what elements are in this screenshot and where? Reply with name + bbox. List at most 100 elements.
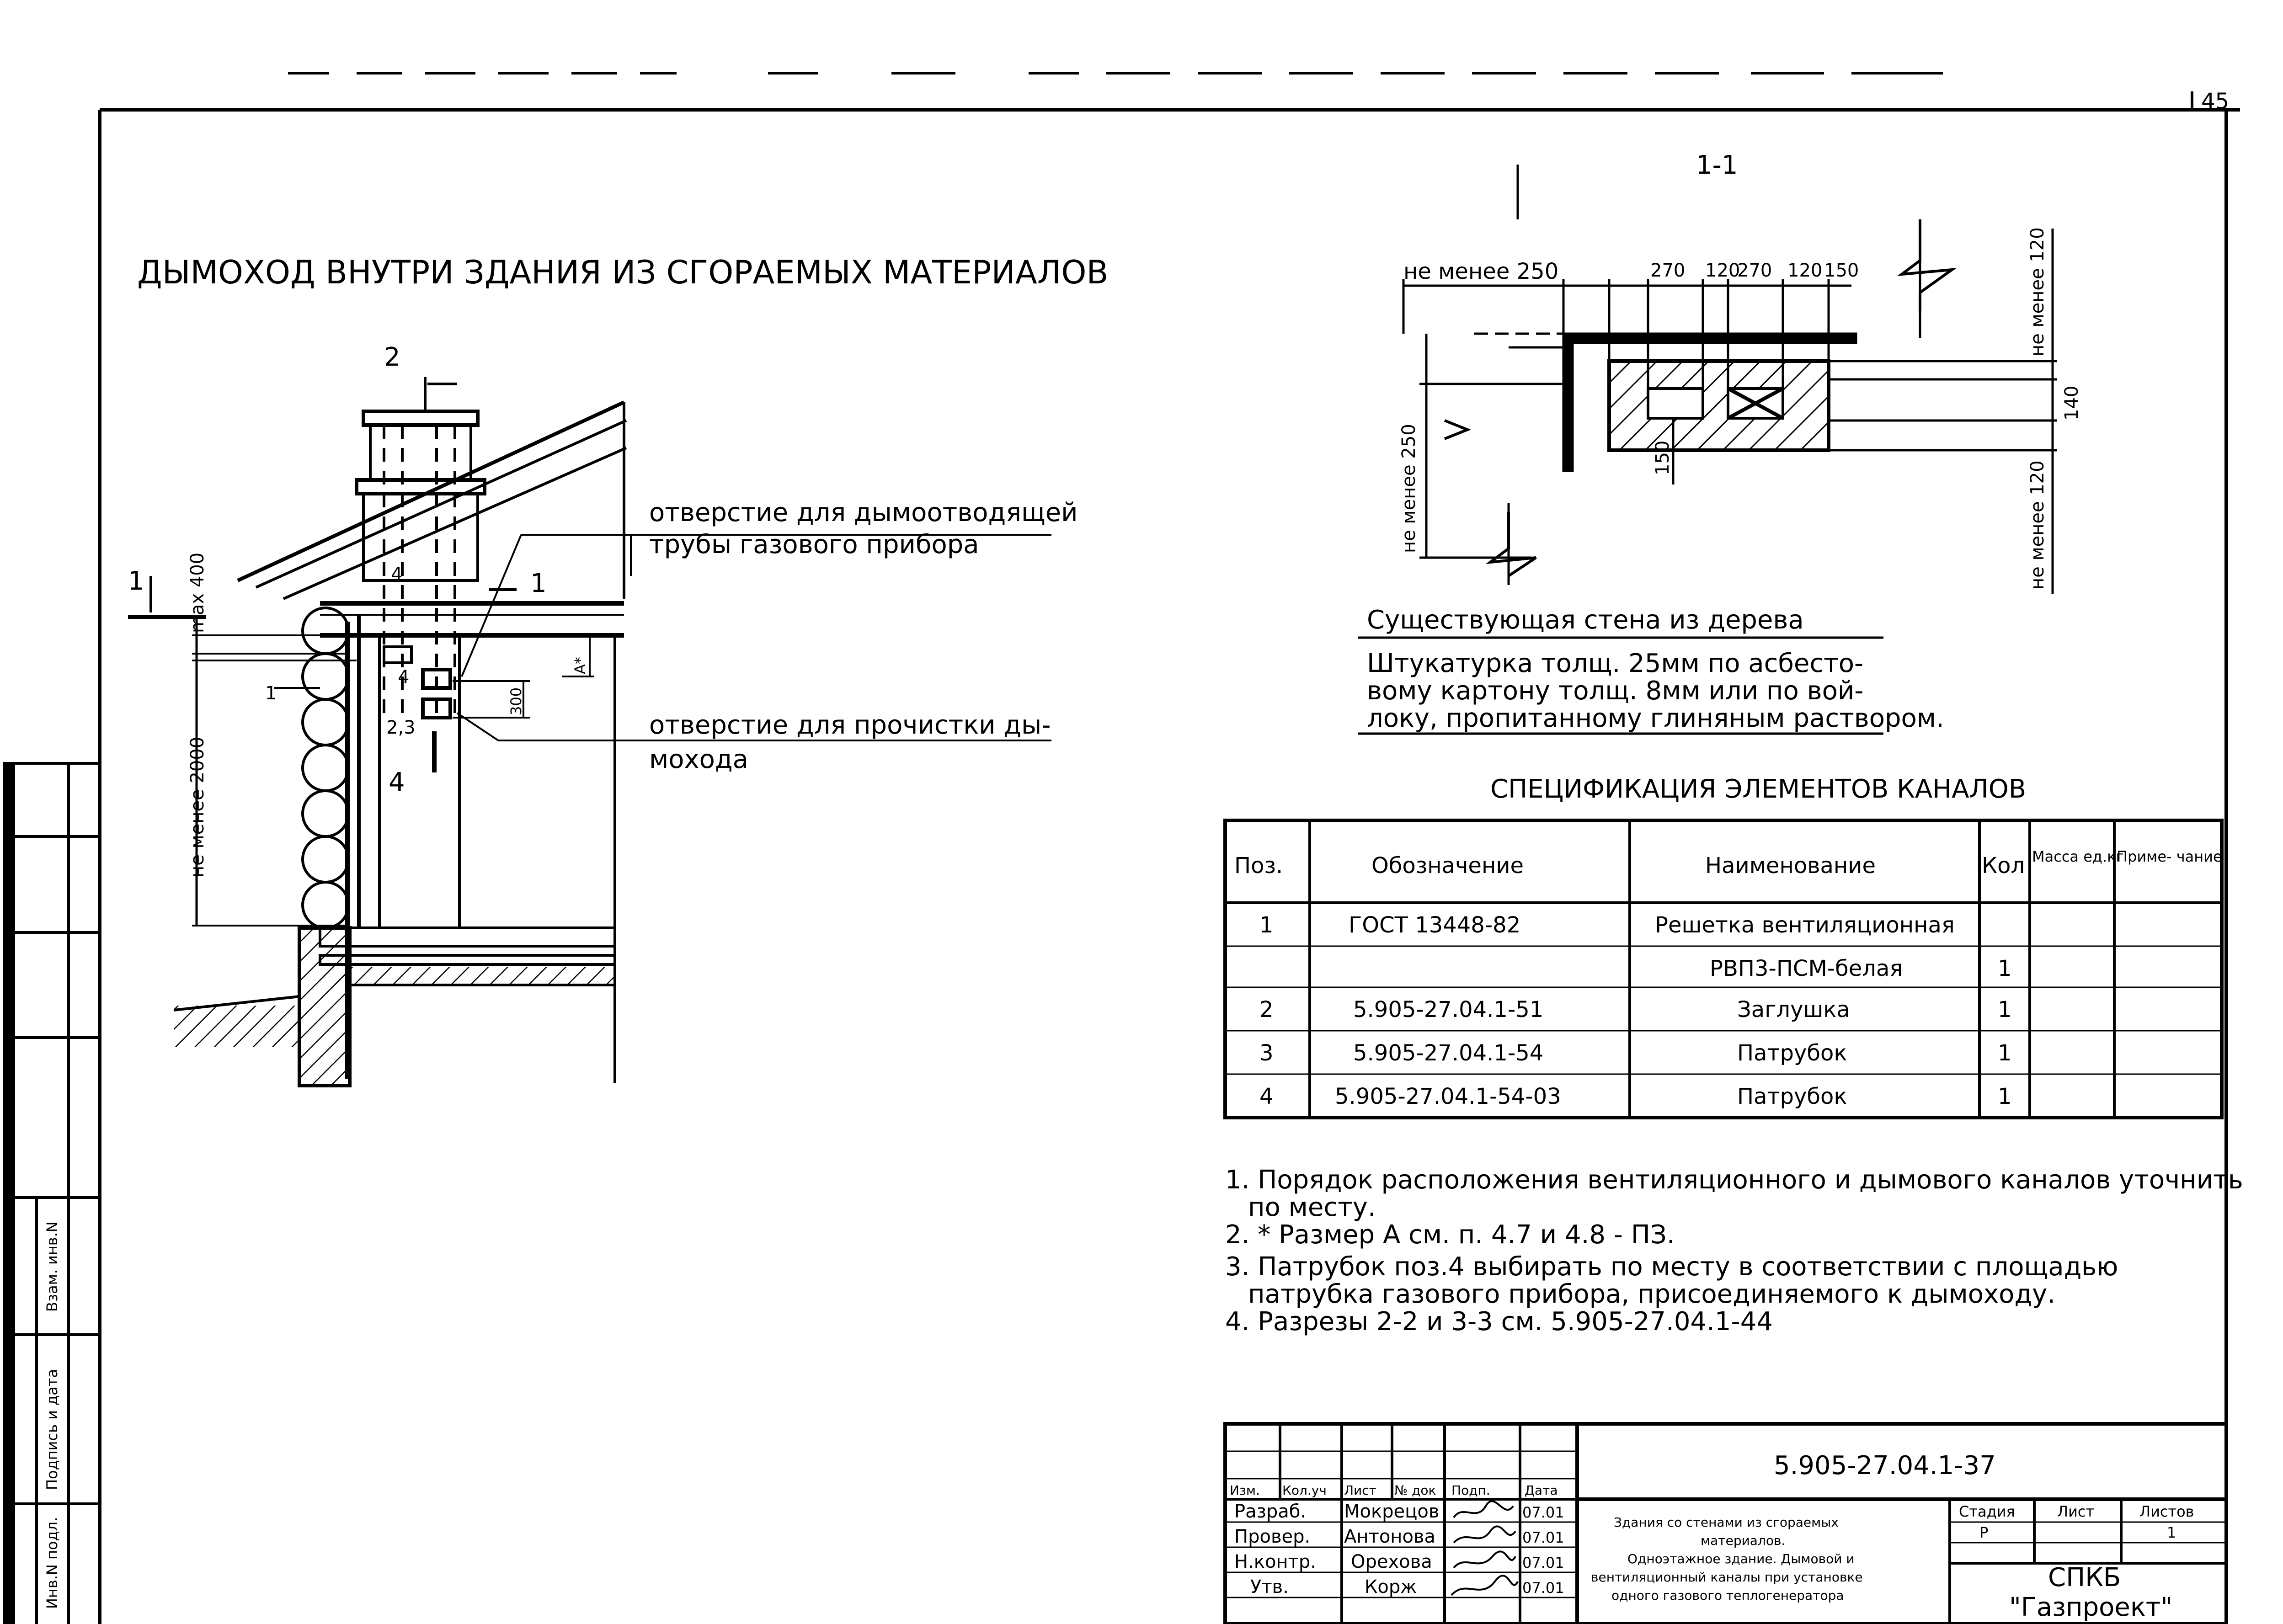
stamp-col-list: Лист bbox=[1344, 1483, 1376, 1498]
spec-row-4-name: Патрубок bbox=[1737, 1040, 1847, 1066]
dim-min120-top: не менее 120 bbox=[2027, 227, 2048, 357]
note-4: 4. Разрезы 2-2 и 3-3 см. 5.905-27.04.1-4… bbox=[1225, 1307, 1773, 1336]
spec-row-1-name: Решетка вентиляционная bbox=[1655, 912, 1955, 938]
dim-min250-left: не менее 250 bbox=[1398, 424, 1419, 553]
spec-rows: 1 ГОСТ 13448-82 Решетка вентиляционная Р… bbox=[1259, 912, 2012, 1109]
side-stamp-signature: Подпись и дата bbox=[43, 1369, 61, 1490]
pos-mark-1: 1 bbox=[265, 683, 277, 704]
pos-mark-4-b: 4 bbox=[391, 564, 402, 585]
dim-min250-top: не менее 250 bbox=[1403, 259, 1558, 284]
title-block bbox=[1223, 1422, 2228, 1624]
side-stamp bbox=[3, 762, 100, 1624]
stamp-sheets-label: Листов bbox=[2139, 1503, 2194, 1520]
spec-row-4-pos: 3 bbox=[1259, 1040, 1274, 1066]
stamp-date-check: 07.01 bbox=[1522, 1529, 1564, 1546]
stamp-role-approve: Утв. bbox=[1250, 1576, 1289, 1597]
stamp-sheet: 1 bbox=[2167, 1524, 2176, 1541]
stamp-stage-label: Стадия bbox=[1959, 1503, 2015, 1520]
dim-a: А* bbox=[571, 657, 589, 674]
side-stamp-replace: Взам. инв.N bbox=[43, 1221, 61, 1312]
side-stamp-inventory: Инв.N подл. bbox=[43, 1517, 61, 1609]
stamp-role-check: Провер. bbox=[1234, 1526, 1310, 1547]
wall-label: Существующая стена из дерева bbox=[1367, 605, 1804, 635]
section-mark-2: 2 bbox=[384, 342, 400, 372]
plaster-note-2: вому картону толщ. 8мм или по вой- bbox=[1367, 676, 1863, 706]
stamp-org-2: "Газпроект" bbox=[2009, 1592, 2172, 1622]
stamp-role-dev: Разраб. bbox=[1234, 1501, 1306, 1522]
plaster-note-3: локу, пропитанному глиняным раствором. bbox=[1367, 703, 1944, 733]
spec-row-5-qty: 1 bbox=[1998, 1084, 2012, 1109]
clean-hole-label-1: отверстие для прочистки ды- bbox=[649, 710, 1051, 740]
stamp-signatures bbox=[1451, 1500, 1519, 1596]
dim-270-b: 270 bbox=[1737, 260, 1772, 281]
spec-row-3-qty: 1 bbox=[1998, 997, 2012, 1022]
stamp-desc-5: одного газового теплогенератора bbox=[1611, 1588, 1844, 1603]
stamp-name-dev: Мокрецов bbox=[1344, 1501, 1439, 1522]
spec-row-3-pos: 2 bbox=[1259, 997, 1274, 1022]
dim-min2000: не менее 2000 bbox=[187, 737, 208, 878]
spec-row-5-pos: 4 bbox=[1259, 1084, 1274, 1109]
stamp-col-doc: № док bbox=[1394, 1483, 1436, 1498]
stamp-date-norm: 07.01 bbox=[1522, 1554, 1564, 1571]
flue-hole-label-2: трубы газового прибора bbox=[649, 530, 979, 559]
sheet-frame bbox=[98, 91, 2240, 1624]
stamp-desc-1: Здания со стенами из сгораемых bbox=[1614, 1515, 1839, 1530]
stamp-name-norm: Орехова bbox=[1351, 1551, 1432, 1572]
section-mark-1-right: 1 bbox=[530, 569, 547, 598]
stamp-stage: Р bbox=[1979, 1524, 1988, 1541]
doc-code: 5.905-27.04.1-37 bbox=[1774, 1451, 1996, 1480]
spec-headers: Поз. Обозначение Наименование Кол Масса … bbox=[1234, 848, 2222, 879]
stamp-col-date: Дата bbox=[1525, 1483, 1558, 1498]
spec-header-note: Приме- чание bbox=[2117, 848, 2222, 865]
note-1: 1. Порядок расположения вентиляционного … bbox=[1225, 1165, 2243, 1195]
spec-header-mass: Масса ед.кг bbox=[2032, 848, 2123, 865]
stamp-org-1: СПКБ bbox=[2048, 1563, 2121, 1592]
dim-120-b: 120 bbox=[1787, 260, 1822, 281]
spec-header-name: Наименование bbox=[1705, 853, 1876, 879]
stamp-desc-4: вентиляционный каналы при установке bbox=[1591, 1570, 1863, 1585]
stamp-desc-2: материалов. bbox=[1701, 1533, 1785, 1548]
spec-row-5-designation: 5.905-27.04.1-54-03 bbox=[1335, 1084, 1561, 1109]
stamp-name-approve: Корж bbox=[1365, 1576, 1417, 1597]
plaster-note-1: Штукатурка толщ. 25мм по асбесто- bbox=[1367, 649, 1863, 678]
dim-150-b: 150 bbox=[1652, 441, 1673, 475]
pos-mark-4-c: 4 bbox=[389, 767, 405, 797]
dim-140: 140 bbox=[2061, 386, 2082, 421]
main-title: ДЫМОХОД ВНУТРИ ЗДАНИЯ ИЗ СГОРАЕМЫХ МАТЕР… bbox=[137, 254, 1109, 291]
stamp-col-kolu: Кол.уч bbox=[1282, 1483, 1327, 1498]
spec-row-3-name: Заглушка bbox=[1737, 997, 1850, 1022]
note-3-cont: патрубка газового прибора, присоединяемо… bbox=[1248, 1279, 2055, 1309]
spec-row-1-designation: ГОСТ 13448-82 bbox=[1349, 912, 1520, 938]
dim-max400: max 400 bbox=[187, 553, 208, 633]
section-label: 1-1 bbox=[1696, 150, 1738, 180]
stamp-role-norm: Н.контр. bbox=[1234, 1551, 1316, 1572]
spec-header-qty: Кол bbox=[1982, 853, 2025, 879]
stamp-name-check: Антонова bbox=[1344, 1526, 1435, 1547]
stamp-people: Разраб. Мокрецов 07.01 Провер. Антонова … bbox=[1234, 1501, 1564, 1597]
stamp-date-dev: 07.01 bbox=[1522, 1504, 1564, 1521]
stamp-date-approve: 07.01 bbox=[1522, 1579, 1564, 1597]
note-3: 3. Патрубок поз.4 выбирать по месту в со… bbox=[1225, 1252, 2118, 1282]
spec-title: СПЕЦИФИКАЦИЯ ЭЛЕМЕНТОВ КАНАЛОВ bbox=[1490, 774, 2026, 804]
spec-header-pos: Поз. bbox=[1234, 853, 1283, 879]
stamp-col-izm: Изм. bbox=[1230, 1483, 1260, 1498]
stamp-description: Здания со стенами из сгораемых материало… bbox=[1591, 1515, 1863, 1603]
dim-150-a: 150 bbox=[1824, 260, 1859, 281]
spec-header-designation: Обозначение bbox=[1371, 853, 1524, 879]
spec-table bbox=[1223, 819, 2224, 1119]
chimney-elevation bbox=[128, 377, 1051, 1087]
note-1-cont: по месту. bbox=[1248, 1193, 1376, 1222]
spec-row-2-name: РВП3-ПСМ-белая bbox=[1710, 956, 1903, 981]
note-2: 2. * Размер А см. п. 4.7 и 4.8 - ПЗ. bbox=[1225, 1220, 1675, 1250]
spec-row-3-designation: 5.905-27.04.1-51 bbox=[1353, 997, 1543, 1022]
stamp-col-headers: Изм. Кол.уч Лист № док Подп. Дата bbox=[1230, 1483, 1558, 1498]
dim-min120-bottom: не менее 120 bbox=[2027, 460, 2048, 590]
flue-hole-label-1: отверстие для дымоотводящей bbox=[649, 498, 1078, 527]
dim-300: 300 bbox=[507, 687, 525, 715]
sheet-number: 45 bbox=[2201, 89, 2229, 114]
spec-row-2-qty: 1 bbox=[1998, 956, 2012, 981]
pos-mark-4-a: 4 bbox=[398, 667, 409, 688]
stamp-desc-3: Одноэтажное здание. Дымовой и bbox=[1627, 1551, 1855, 1566]
